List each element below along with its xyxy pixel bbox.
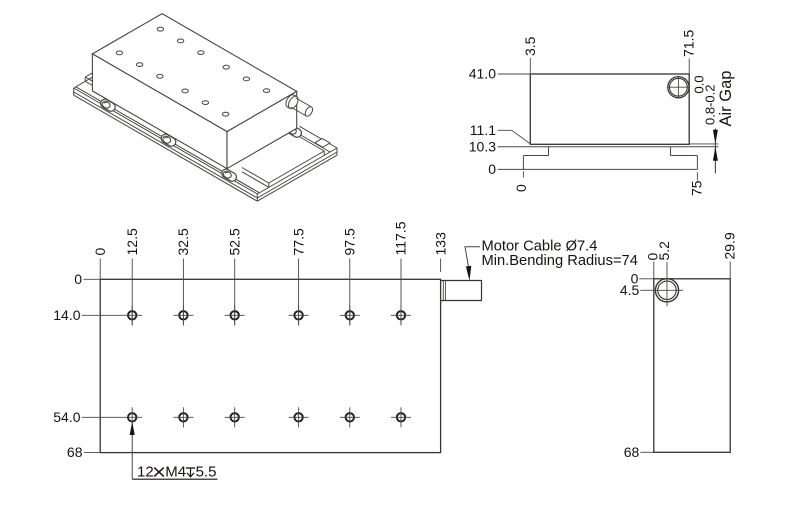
svg-text:4.5: 4.5 [620,282,640,298]
svg-text:M4: M4 [165,464,186,481]
svg-text:Min.Bending Radius=74: Min.Bending Radius=74 [482,253,638,269]
svg-text:14.0: 14.0 [53,307,80,323]
svg-text:0.0: 0.0 [692,75,707,93]
svg-text:5.5: 5.5 [196,464,217,481]
svg-text:41.0: 41.0 [469,66,496,82]
svg-text:68: 68 [624,444,640,460]
svg-text:12.5: 12.5 [124,228,140,255]
svg-text:29.9: 29.9 [722,232,738,259]
svg-text:12: 12 [137,464,154,481]
svg-text:0: 0 [74,271,82,287]
svg-text:Air Gap: Air Gap [717,71,735,127]
svg-text:97.5: 97.5 [342,228,358,255]
svg-text:75: 75 [688,180,704,196]
svg-text:Motor Cable Ø7.4: Motor Cable Ø7.4 [482,239,598,255]
svg-text:0: 0 [631,270,639,286]
svg-text:5.2: 5.2 [656,241,672,261]
svg-text:133: 133 [432,232,448,256]
svg-text:54.0: 54.0 [53,409,80,425]
svg-text:71.5: 71.5 [681,30,697,57]
svg-text:0.8-0.2: 0.8-0.2 [703,85,718,125]
svg-text:77.5: 77.5 [290,228,306,255]
svg-text:52.5: 52.5 [226,228,242,255]
svg-text:117.5: 117.5 [393,221,409,255]
svg-text:68: 68 [67,444,83,460]
svg-text:3.5: 3.5 [522,36,538,56]
svg-text:0: 0 [513,184,529,192]
svg-text:0: 0 [488,161,496,177]
svg-text:10.3: 10.3 [469,138,496,154]
svg-text:11.1: 11.1 [470,122,496,138]
svg-text:0: 0 [92,248,108,256]
svg-text:32.5: 32.5 [175,228,191,255]
svg-text:0: 0 [644,253,660,261]
